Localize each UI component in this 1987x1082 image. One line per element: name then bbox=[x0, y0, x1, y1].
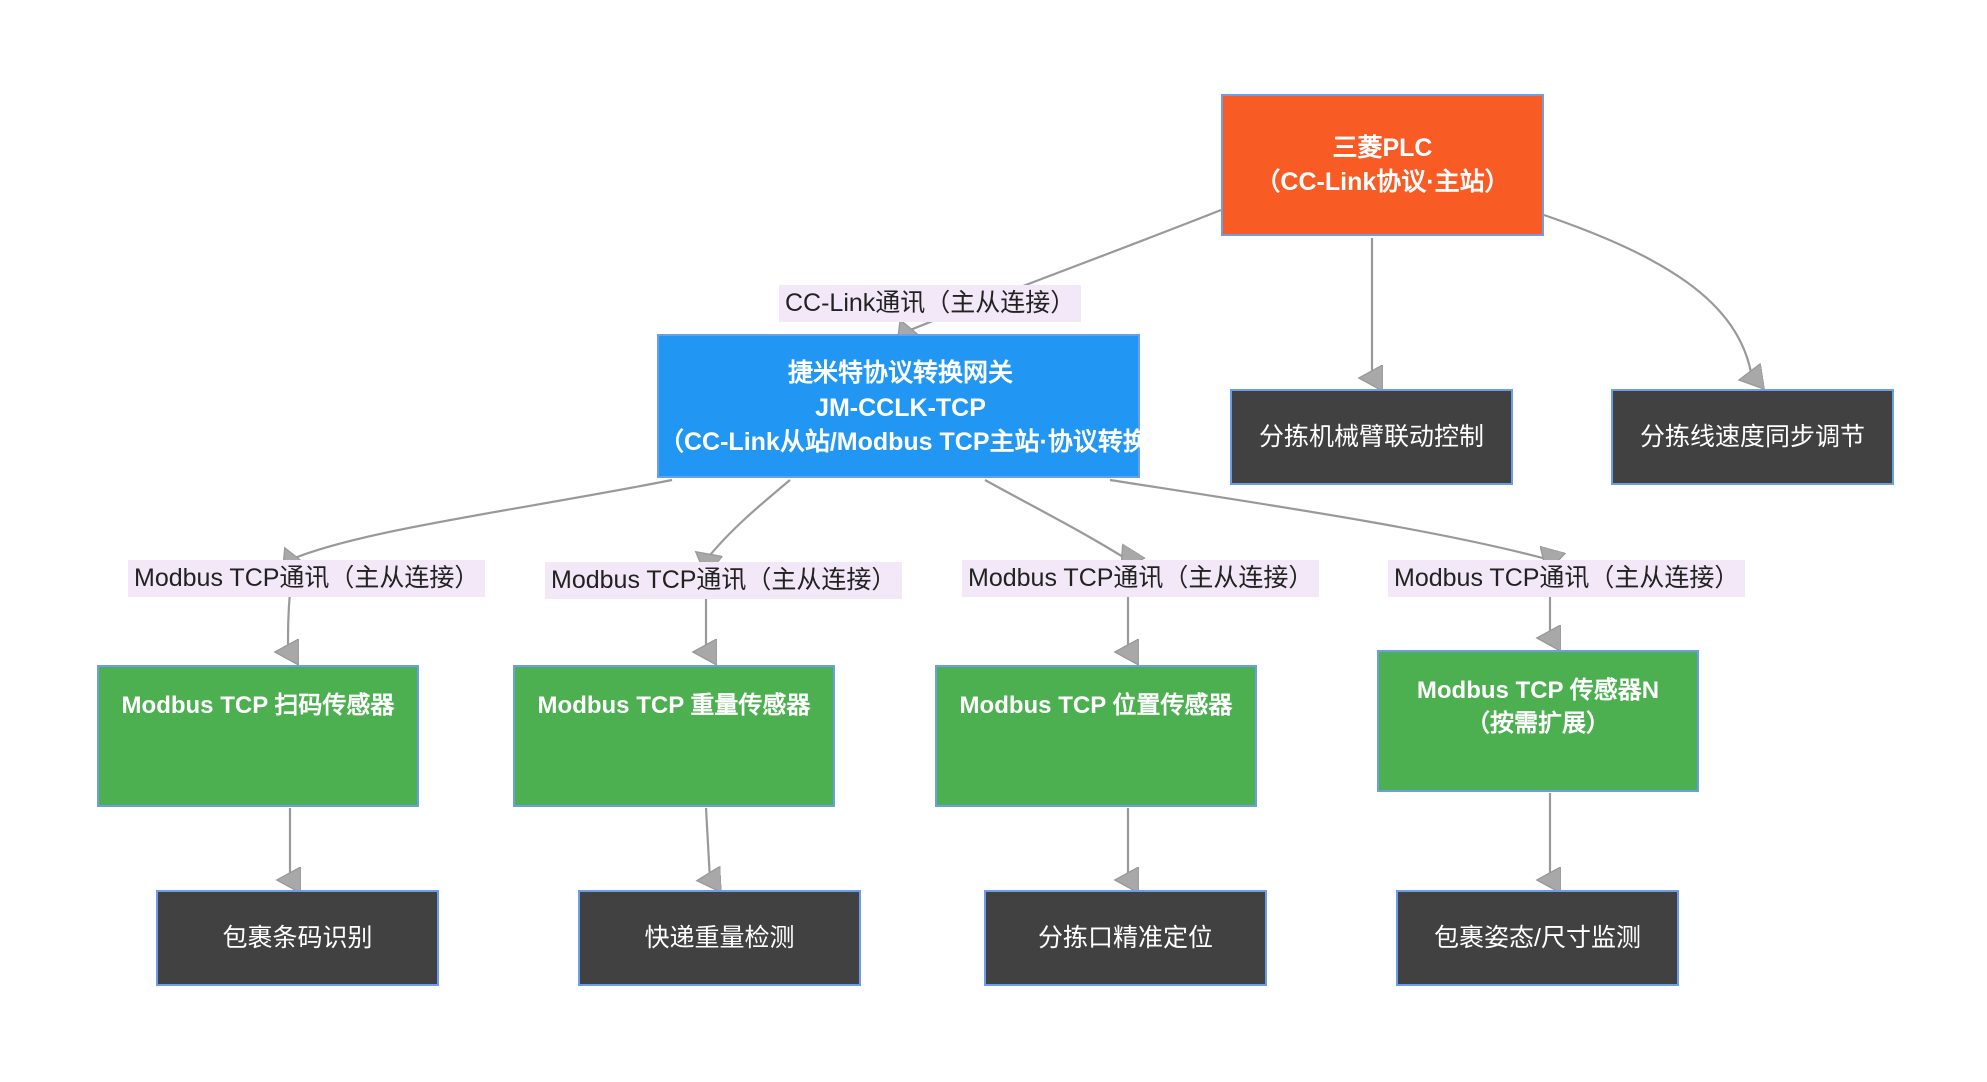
node-plc[interactable]: 三菱PLC （CC-Link协议·主站） bbox=[1221, 94, 1544, 236]
edge-label-modbus-1: Modbus TCP通讯（主从连接） bbox=[128, 560, 486, 598]
node-function-posture-size-monitoring-label: 包裹姿态/尺寸监测 bbox=[1434, 923, 1641, 952]
node-function-line-speed[interactable]: 分拣线速度同步调节 bbox=[1611, 389, 1894, 485]
node-gateway-line-3: （CC-Link从站/Modbus TCP主站·协议转换） bbox=[659, 428, 1142, 456]
node-function-sorting-arm-label: 分拣机械臂联动控制 bbox=[1258, 422, 1484, 451]
edge-gateway-to-sensor-3 bbox=[984, 479, 1128, 560]
edge-label-cclink: CC-Link通讯（主从连接） bbox=[779, 285, 1082, 323]
node-function-weight-detection-label: 快递重量检测 bbox=[644, 923, 795, 952]
node-function-precise-positioning[interactable]: 分拣口精准定位 bbox=[984, 890, 1267, 986]
node-sensor-expandable-label: Modbus TCP 传感器N （按需扩展） bbox=[1416, 677, 1660, 738]
node-sensor-weight-label: Modbus TCP 重量传感器 bbox=[537, 692, 811, 719]
node-sensor-barcode-label: Modbus TCP 扫码传感器 bbox=[121, 692, 395, 719]
edge-gateway-to-sensor-4 bbox=[1109, 478, 1550, 560]
node-sensor-weight[interactable]: Modbus TCP 重量传感器 bbox=[513, 665, 835, 807]
node-sensor-position[interactable]: Modbus TCP 位置传感器 bbox=[935, 665, 1257, 807]
edge-plc-to-linespeed bbox=[1543, 213, 1752, 378]
node-function-posture-size-monitoring[interactable]: 包裹姿态/尺寸监测 bbox=[1396, 890, 1679, 986]
node-function-line-speed-label: 分拣线速度同步调节 bbox=[1639, 422, 1865, 451]
node-function-barcode-recognition[interactable]: 包裹条码识别 bbox=[156, 890, 439, 986]
edge-gateway-to-sensor-2 bbox=[706, 479, 791, 560]
node-sensor-barcode[interactable]: Modbus TCP 扫码传感器 bbox=[97, 665, 419, 807]
node-sensor-position-label: Modbus TCP 位置传感器 bbox=[959, 692, 1233, 719]
edge-label-modbus-2: Modbus TCP通讯（主从连接） bbox=[545, 562, 903, 600]
edge-label-to-sensor-1 bbox=[288, 591, 290, 652]
edge-gateway-to-sensor-1 bbox=[290, 478, 673, 560]
node-function-precise-positioning-label: 分拣口精准定位 bbox=[1037, 923, 1213, 952]
node-function-weight-detection[interactable]: 快递重量检测 bbox=[578, 890, 861, 986]
node-gateway-label: 捷米特协议转换网关 JM-CCLK-TCP （CC-Link从站/Modbus … bbox=[659, 356, 1142, 460]
node-function-barcode-recognition-label: 包裹条码识别 bbox=[222, 923, 373, 952]
node-function-sorting-arm[interactable]: 分拣机械臂联动控制 bbox=[1230, 389, 1513, 485]
node-sensor-expandable[interactable]: Modbus TCP 传感器N （按需扩展） bbox=[1377, 650, 1699, 792]
edge-sensor-2-to-function bbox=[706, 807, 710, 880]
edge-label-modbus-3: Modbus TCP通讯（主从连接） bbox=[962, 560, 1320, 598]
node-gateway[interactable]: 捷米特协议转换网关 JM-CCLK-TCP （CC-Link从站/Modbus … bbox=[657, 334, 1142, 478]
node-plc-label: 三菱PLC （CC-Link协议·主站） bbox=[1255, 133, 1510, 197]
edge-label-modbus-4: Modbus TCP通讯（主从连接） bbox=[1388, 560, 1746, 598]
